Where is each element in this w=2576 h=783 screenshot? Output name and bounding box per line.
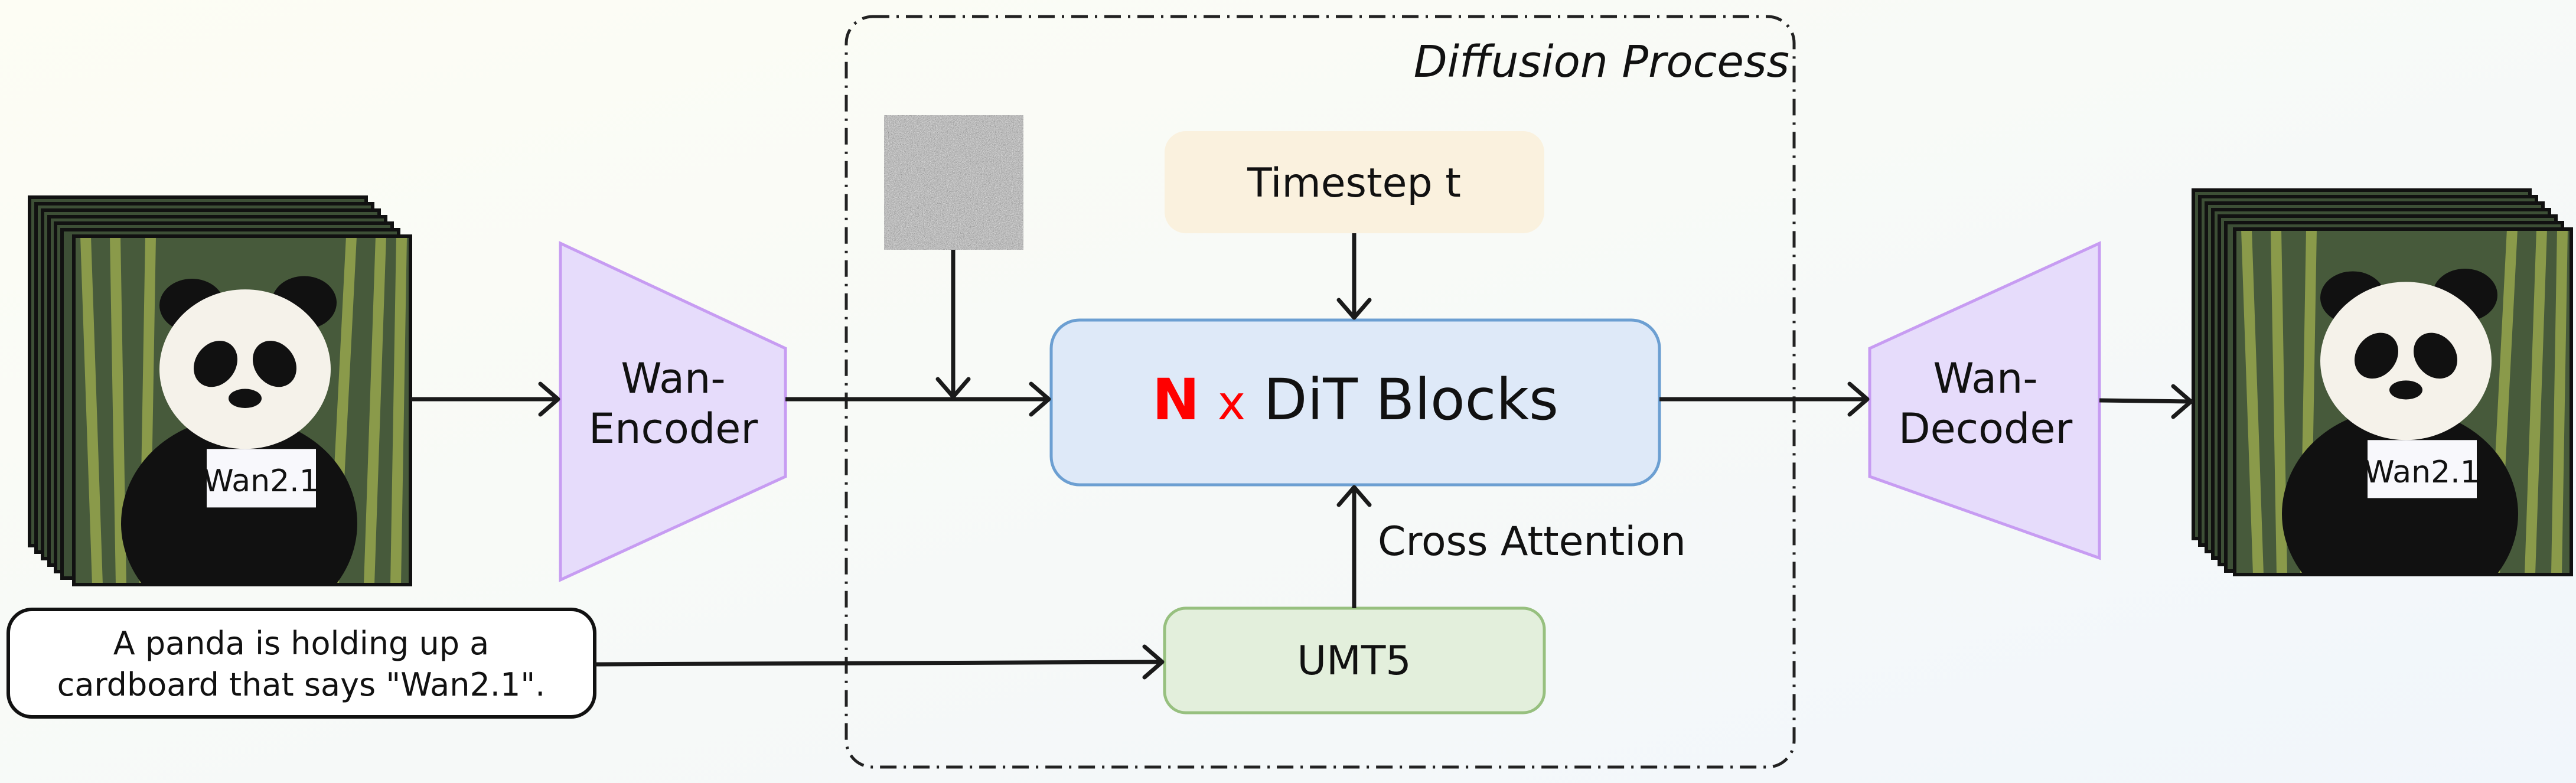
arrow-dit-to-decoder [1659, 381, 1870, 417]
wan-decoder: Wan- Decoder [1868, 241, 2101, 560]
decoder-label-1: Wan- [1933, 354, 2037, 403]
dit-blocks-box: N x DiT Blocks [1049, 318, 1661, 487]
prompt-line-2: cardboard that says "Wan2.1". [57, 666, 546, 703]
dit-times: x [1218, 376, 1245, 430]
arrow-umt5-to-dit [1336, 485, 1372, 608]
arrow-noise-to-latent [935, 250, 971, 399]
arrow-decoder-to-output [2099, 384, 2193, 419]
timestep-box: Timestep t [1165, 131, 1544, 233]
output-sign-text: Wan2.1 [2364, 455, 2480, 490]
arrow-encoder-to-dit [785, 381, 1051, 417]
umt5-box: UMT5 [1163, 606, 1546, 715]
arrow-prompt-to-umt5 [594, 644, 1165, 680]
dit-label: DiT Blocks [1264, 367, 1558, 433]
timestep-label: Timestep t [1247, 160, 1461, 207]
arrows [410, 233, 2193, 680]
arrow-timestep-to-dit [1336, 233, 1372, 320]
encoder-label-2: Encoder [589, 404, 758, 453]
input-sign-text: Wan2.1 [203, 464, 319, 499]
diffusion-process-group [844, 15, 1796, 769]
output-video-frames: Wan2.1 [2192, 188, 2573, 576]
svg-text:N x DiT Blocks: N x DiT Blocks [1152, 367, 1558, 433]
decoder-label-2: Decoder [1899, 404, 2073, 453]
cross-attention-label: Cross Attention [1378, 518, 1686, 565]
noise-image-icon [884, 115, 1023, 250]
umt5-label: UMT5 [1297, 638, 1411, 684]
wan-encoder: Wan- Encoder [559, 241, 787, 582]
input-video-frames: Wan2.1 [28, 195, 412, 586]
arrow-input-to-encoder [410, 381, 560, 417]
prompt-line-1: A panda is holding up a [113, 625, 490, 662]
dit-multiplier: N [1152, 367, 1199, 433]
encoder-label-1: Wan- [621, 354, 725, 403]
diffusion-process-label: Diffusion Process [1414, 37, 1789, 87]
text-prompt-box: A panda is holding up a cardboard that s… [6, 608, 596, 719]
